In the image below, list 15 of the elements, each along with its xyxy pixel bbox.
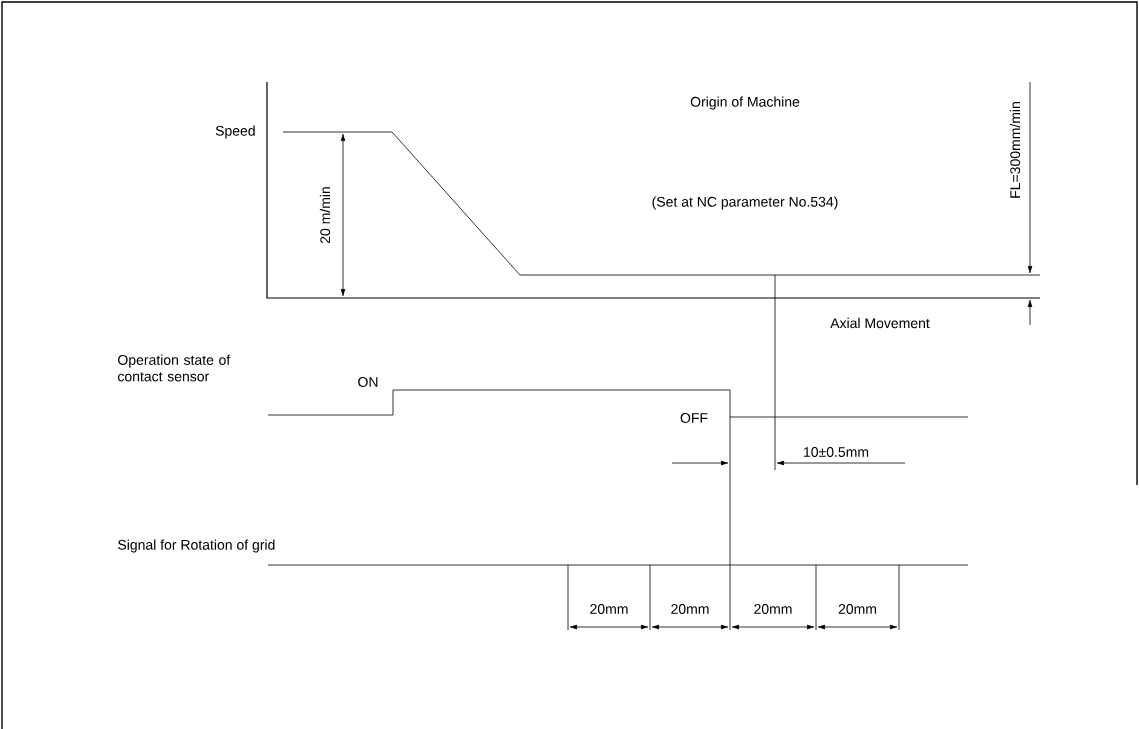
axis-label: Speed [215, 125, 255, 139]
dimension-text: 20mm [590, 604, 628, 614]
dimension-text: 20 m/min [319, 187, 331, 244]
chart-title: Origin of Machine [690, 96, 800, 110]
state-label: ON [358, 377, 378, 387]
axis-label: Axial Movement [830, 317, 930, 329]
dimension-text: 20mm [754, 604, 792, 614]
dimension-text: 10±0.5mm [804, 447, 869, 457]
state-label: OFF [680, 413, 708, 423]
dimension-text: FL=300mm/min [1009, 102, 1021, 198]
signal-label: Signal for Rotation of grid [118, 539, 275, 553]
dimension-text: 20mm [671, 604, 709, 614]
dimension-text: 20mm [838, 604, 877, 614]
note-text: (Set at NC parameter No.534) [652, 196, 838, 210]
signal-label: Operation state of contact sensor [118, 354, 231, 382]
